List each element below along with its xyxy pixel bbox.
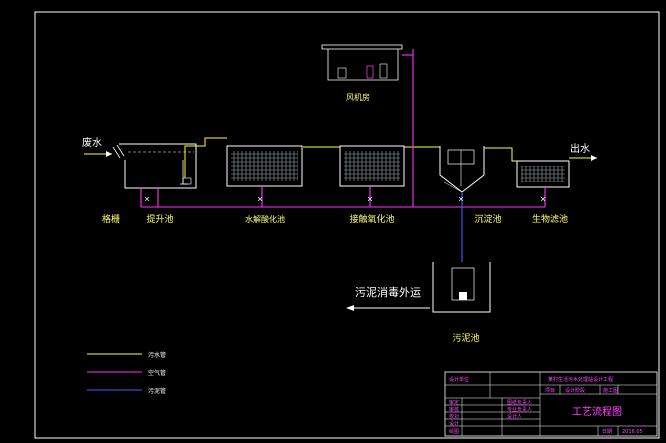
tb-bottom-right: 2016.05 (622, 429, 643, 435)
title-block: 某村生活污水处理站设计工程 设计单位 项目 设计阶段 施工图 图纸负责人 专业负… (444, 371, 658, 437)
air-pipe (140, 49, 546, 208)
tb-r2-left: 项目 (545, 388, 555, 394)
tb-r1-left: 设计单位 (449, 376, 469, 383)
hydrolysis-tank-label: 水解酸化池 (245, 214, 285, 224)
lift-tank-label: 提升池 (146, 213, 173, 225)
settling-tank (439, 146, 485, 193)
sludge-note-label: 污泥消毒外运 (355, 285, 421, 299)
legend: 污水管 空气管 污泥管 (87, 351, 166, 395)
outlet-arrow (591, 155, 597, 161)
sludge-tank (432, 262, 491, 313)
valve-markers (144, 196, 546, 202)
contact-oxidation-tank-label: 接触氧化池 (349, 213, 394, 225)
inlet-label: 废水 (82, 136, 102, 149)
legend-label-sludge: 污泥管 (148, 387, 166, 395)
tb-r2-mid: 设计阶段 (565, 387, 585, 394)
sludge-tank-label: 污泥池 (452, 332, 479, 344)
tb-c2: 审核 (449, 406, 459, 413)
blower-room (321, 44, 403, 81)
legend-label-sewage: 污水管 (148, 351, 166, 359)
tb-c4: 设计 (449, 420, 459, 427)
tb-c3: 校对 (449, 413, 459, 420)
drawing-border (34, 11, 660, 439)
screen-bars (112, 144, 125, 159)
inlet-arrow (106, 151, 112, 157)
lift-tank (119, 143, 197, 189)
tb-s3: 设计人 (507, 413, 522, 420)
tb-bottom-mid: 日期 (602, 429, 612, 435)
tb-s2: 专业负责人 (507, 406, 532, 413)
outlet-label: 出水 (570, 142, 590, 155)
tb-r2-right: 施工图 (603, 387, 618, 394)
project-title: 某村生活污水处理站设计工程 (548, 376, 613, 383)
screen-label: 格栅 (102, 213, 120, 225)
settling-tank-label: 沉淀池 (474, 213, 501, 225)
tb-s1: 图纸负责人 (507, 399, 532, 406)
blower-room-label: 风机房 (346, 92, 370, 102)
legend-label-air: 空气管 (148, 369, 166, 377)
tb-c5: 绘图 (449, 428, 459, 435)
hydrolysis-tank (226, 145, 303, 187)
drawing-name: 工艺流程图 (572, 405, 622, 418)
bio-filter-label: 生物滤池 (532, 213, 568, 225)
bio-filter (516, 160, 570, 188)
contact-oxidation-tank (339, 145, 405, 187)
tb-c1: 审定 (449, 399, 459, 406)
sludge-out-arrow (346, 305, 430, 311)
